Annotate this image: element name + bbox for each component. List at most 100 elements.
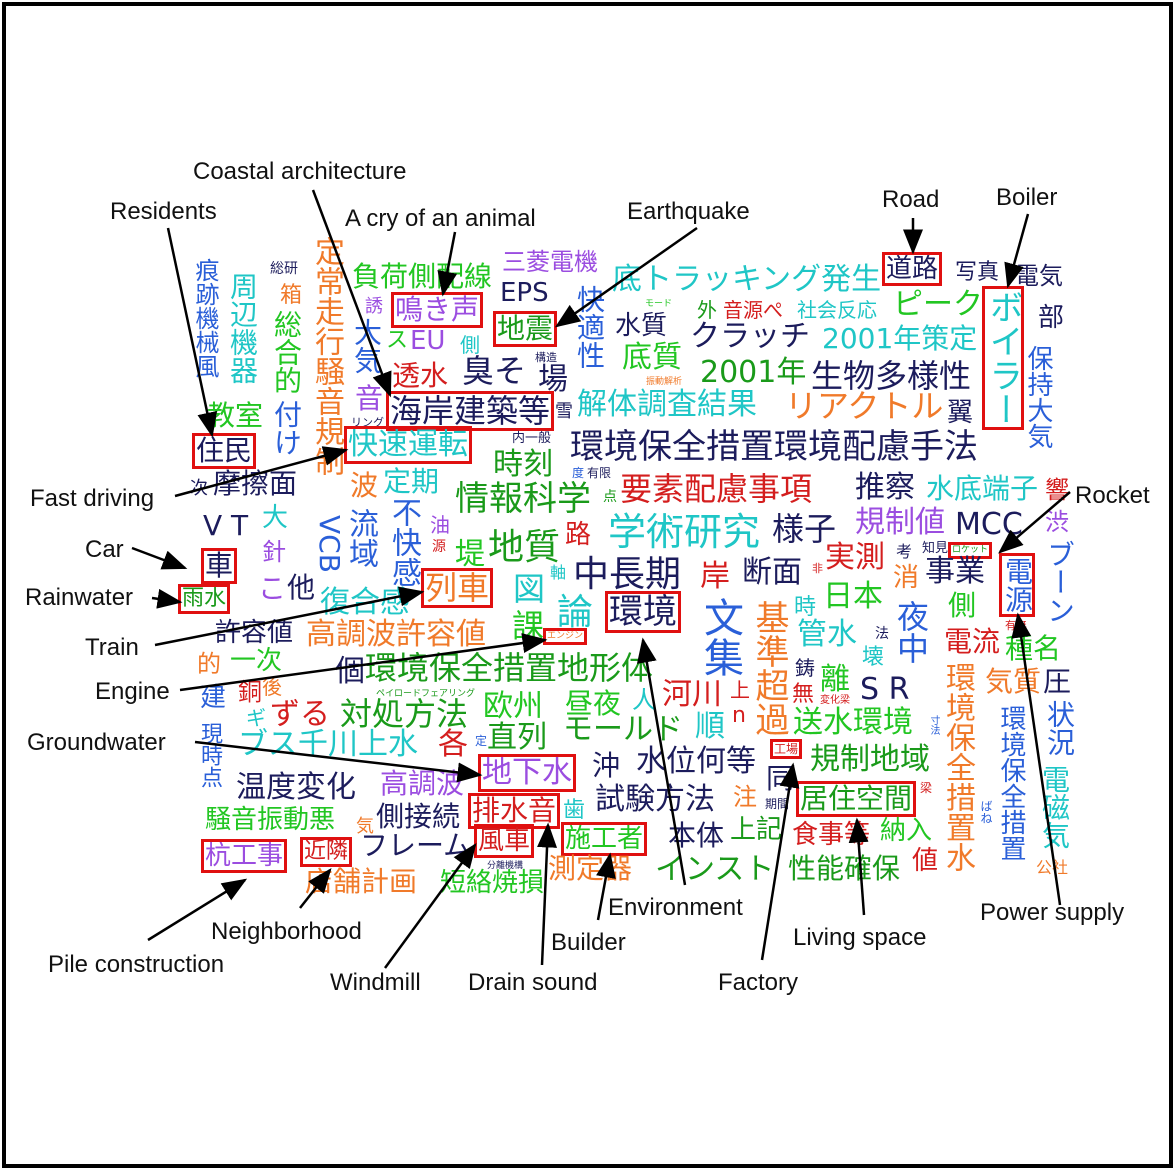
arrow-train — [154, 586, 425, 647]
word: 納入 — [880, 816, 933, 846]
word: 分離機構 — [487, 861, 524, 871]
word: 実測 — [825, 540, 885, 575]
word: EPS — [500, 278, 549, 308]
word: 法 — [875, 626, 889, 642]
word: 音源ぺ — [723, 298, 783, 322]
word: 寸法 — [928, 715, 939, 735]
word: 環境保全措置環境配慮手法 — [570, 427, 978, 467]
word: 振動解析 — [646, 377, 683, 387]
word: 側 — [948, 589, 977, 622]
word: モールド — [563, 712, 683, 747]
word: 性能確保 — [788, 852, 901, 885]
word: 壊 — [862, 645, 885, 670]
word: 側 — [460, 333, 480, 357]
word: 銅 — [238, 678, 262, 706]
word: 堤 — [455, 537, 485, 572]
word: 軸 — [550, 563, 567, 582]
highlighted-word: 風車 — [473, 824, 535, 858]
label-living-space: Living space — [793, 924, 927, 951]
word: 2001年 — [700, 355, 807, 390]
highlighted-word: エンジン — [542, 628, 588, 645]
highlighted-word: ボイラー — [982, 286, 1024, 430]
arrow-drain-sound — [537, 822, 558, 966]
arrow-living-space — [848, 817, 869, 916]
word: 規制地域 — [810, 742, 930, 777]
word: 水位何等 — [636, 744, 756, 779]
word: 沖 — [592, 749, 621, 782]
word: 構造 — [535, 351, 557, 364]
word: 水質 — [615, 311, 668, 341]
word: 付け — [270, 400, 303, 456]
label-earthquake: Earthquake — [627, 198, 750, 225]
word: 公社 — [1036, 858, 1069, 877]
word: 内一般 — [512, 431, 552, 446]
word: 現時点 — [197, 722, 222, 788]
word: 的 — [197, 650, 221, 678]
label-builder: Builder — [551, 929, 626, 956]
word: 外 — [697, 298, 717, 322]
label-windmill: Windmill — [330, 969, 421, 996]
arrow-fast-driving — [174, 446, 349, 498]
arrow-engine — [179, 633, 548, 692]
word: 中長期 — [573, 554, 682, 595]
word: 離 — [820, 662, 850, 697]
highlighted-word: 排水音 — [467, 793, 561, 829]
arrow-cry — [437, 231, 458, 297]
word: EU — [410, 326, 446, 356]
word: 断面 — [742, 555, 802, 590]
word: インスト — [655, 852, 775, 887]
word: 規制値 — [855, 505, 945, 540]
word: S R — [860, 672, 910, 707]
highlighted-word: 近隣 — [299, 837, 353, 867]
word: フレーム — [360, 829, 472, 862]
highlighted-word: 雨水 — [177, 584, 231, 614]
word: 建 — [200, 683, 227, 713]
label-boiler: Boiler — [996, 184, 1058, 211]
arrow-neighborhood — [299, 868, 332, 909]
word: 論 — [557, 592, 594, 633]
word: 電磁気 — [1038, 765, 1071, 849]
word: クラッチ — [690, 319, 810, 354]
word: 側接続 — [376, 800, 461, 833]
word: 期間 — [765, 797, 790, 811]
highlighted-word: 杭工事 — [200, 839, 288, 873]
word: 無 — [792, 682, 815, 707]
word: 定 — [475, 734, 488, 748]
word: 油 — [430, 513, 450, 537]
highlighted-word: 居住空間 — [795, 781, 917, 817]
word: 梁 — [920, 781, 933, 795]
word: 上 — [730, 678, 750, 702]
label-power-supply: Power supply — [980, 899, 1125, 926]
word: 他 — [287, 571, 316, 604]
word: 総研 — [270, 261, 298, 277]
word: 様子 — [772, 510, 837, 548]
label-neighborhood: Neighborhood — [211, 918, 362, 945]
word: 場 — [538, 362, 568, 397]
word: 歯 — [563, 798, 586, 823]
word: 測定器 — [548, 852, 633, 885]
word: 流域 — [343, 508, 378, 568]
word: 短絡焼損 — [440, 868, 545, 898]
word: 地質 — [488, 527, 561, 568]
highlighted-word: 環境 — [605, 591, 681, 633]
word: 生物多様性 — [811, 357, 972, 395]
word: 水底端子 — [926, 472, 1039, 505]
word: 鋳 — [795, 656, 815, 680]
word: 学術研究 — [608, 510, 761, 554]
word: 騒音振動悪 — [205, 805, 336, 835]
word: 響 — [1045, 476, 1069, 504]
word: リング — [351, 416, 384, 429]
word: 渋 — [1045, 508, 1069, 536]
word: ブス千川上水 — [238, 727, 418, 762]
word: 各 — [438, 727, 468, 762]
word: 不快感 — [386, 497, 421, 587]
word: 順 — [695, 709, 725, 744]
highlighted-word: 住民 — [191, 433, 257, 469]
word: 気 — [356, 816, 374, 837]
arrow-environment — [636, 637, 687, 886]
word: 考 — [896, 542, 913, 561]
word: ピーク — [893, 287, 983, 322]
word: 岸 — [700, 559, 730, 594]
highlighted-word: 地下水 — [478, 754, 576, 792]
word: 一次 — [230, 646, 283, 676]
